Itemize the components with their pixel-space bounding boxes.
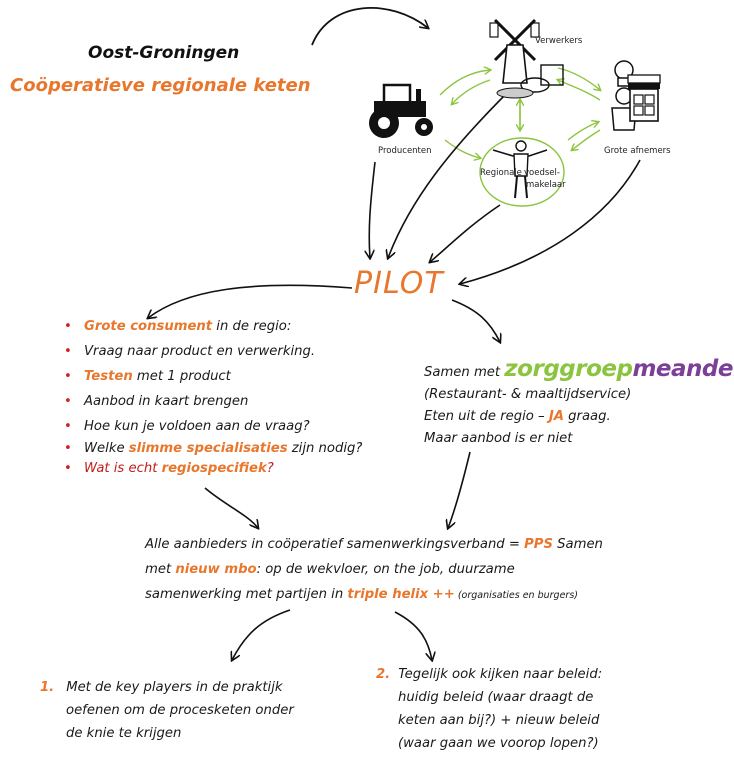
label-makelaar: makelaar	[526, 180, 566, 190]
left-item-6-text: zijn nodig?	[287, 441, 363, 456]
pilot-title: PILOT	[354, 266, 444, 301]
right-line-3-post: graag.	[563, 409, 611, 424]
right-block: Samen met zorggroepmeander (Restaurant- …	[424, 358, 734, 450]
left-list-item: Welke slimme specialisaties zijn nodig?	[60, 439, 362, 459]
middle-l1-highlight: PPS	[524, 537, 553, 552]
left-item-7-text: ?	[266, 461, 274, 476]
middle-l2-highlight: nieuw mbo	[175, 562, 257, 577]
bottom-left-line-2: oefenen om de procesketen onder	[66, 703, 294, 718]
windmill-icon	[489, 18, 564, 99]
arrow-title-to-network	[311, 7, 428, 46]
tractor-icon	[369, 83, 433, 138]
green-arrow-afn-verw	[558, 80, 601, 101]
traffic-person-icon	[492, 140, 548, 199]
left-list-item: Aanbod in kaart brengen	[60, 389, 362, 414]
green-arrow-afn-mak	[572, 129, 601, 150]
left-item-7-pre: Wat is echt	[84, 461, 162, 476]
right-line-3-pre: Eten uit de regio –	[424, 409, 549, 424]
zorggroep-meander-logo: zorggroepmeander	[504, 356, 734, 382]
left-list-item: Wat is echt regiospecifiek?	[60, 459, 362, 479]
bottom-left-line-1: Met de key players in de praktijk	[66, 680, 283, 695]
bottom-right-line-1: Tegelijk ook kijken naar beleid:	[398, 667, 603, 682]
arrow-afn-pilot	[460, 159, 641, 284]
shop-icon	[627, 74, 661, 122]
left-list-item: Vraag naar product en verwerking.	[60, 339, 362, 364]
left-item-7-highlight: regiospecifiek	[161, 461, 267, 476]
bottom-right-line-3: keten aan bij?) + nieuw beleid	[398, 713, 600, 728]
right-line-3-highlight: JA	[548, 409, 564, 424]
green-arrow-prod-mak	[444, 139, 480, 158]
left-item-3-highlight: Testen	[84, 369, 133, 384]
left-item-1-highlight: Grote consument	[84, 319, 213, 334]
left-item-6-highlight: slimme specialisaties	[128, 441, 288, 456]
right-line-2: (Restaurant- & maaltijdservice)	[424, 387, 632, 402]
makelaar-circle	[479, 137, 565, 207]
left-item-6-pre: Welke	[84, 441, 129, 456]
middle-l3-highlight: triple helix ++	[347, 587, 455, 602]
green-arrow-verw-prod	[452, 79, 491, 104]
right-line-4: Maar aanbod is er niet	[424, 431, 573, 446]
bottom-right-block: 2. Tegelijk ook kijken naar beleid: huidi…	[376, 663, 602, 755]
middle-l2-post: : op de wekvloer, on the job, duurzame	[256, 562, 515, 577]
left-item-3-text: met 1 product	[132, 369, 231, 384]
middle-l3-small: (organisaties en burgers)	[454, 590, 578, 601]
label-grote-afnemers: Grote afnemers	[604, 146, 671, 156]
arrow-left-to-middle	[204, 487, 258, 528]
left-list-item: Grote consument in de regio:	[60, 314, 362, 339]
left-list-item: Hoe kun je voldoen aan de vraag?	[60, 414, 362, 439]
arrow-middle-to-1	[232, 609, 291, 660]
bottom-left-block: 1. Met de key players in de praktijk oefe…	[40, 676, 294, 745]
middle-l1-pre: Alle aanbieders in coöperatief samenwerk…	[145, 537, 525, 552]
arrow-mak-pilot	[430, 204, 501, 262]
middle-block: Alle aanbieders in coöperatief samenwerk…	[145, 532, 603, 608]
left-item-4-text: Aanbod in kaart brengen	[84, 394, 249, 409]
middle-l3-pre: samenwerking met partijen in	[145, 587, 348, 602]
label-regionale: Regionale	[480, 168, 522, 178]
title-line-2: Coöperatieve regionale keten	[10, 75, 311, 96]
left-list-item: Testen met 1 product	[60, 364, 362, 389]
bottom-right-number: 2.	[376, 667, 391, 682]
green-arrow-prod-verw	[439, 70, 490, 96]
label-verwerkers: Verwerkers	[535, 36, 583, 46]
middle-l2-pre: met	[145, 562, 176, 577]
arrow-right-to-middle	[448, 451, 471, 528]
label-producenten: Producenten	[378, 146, 432, 156]
left-item-5-text: Hoe kun je voldoen aan de vraag?	[84, 419, 310, 434]
left-item-2-text: Vraag naar product en verwerking.	[84, 344, 316, 359]
label-voedsel: voedsel-	[524, 168, 560, 178]
left-item-1-text: in de regio:	[212, 319, 292, 334]
green-arrow-mak-afn	[567, 122, 598, 141]
bottom-right-line-4: (waar gaan we voorop lopen?)	[398, 736, 599, 751]
arrow-pilot-right	[451, 299, 500, 342]
bottom-right-line-2: huidig beleid (waar draagt de	[398, 690, 594, 705]
bottom-left-line-3: de knie te krijgen	[66, 726, 182, 741]
arrow-verw-pilot	[388, 91, 509, 258]
green-arrow-verw-afn	[557, 67, 600, 90]
arrow-middle-to-2	[394, 611, 432, 660]
left-list: Grote consument in de regio: Vraag naar …	[60, 314, 362, 479]
bottom-left-number: 1.	[40, 680, 55, 695]
arrow-pilot-left	[148, 284, 353, 318]
arrow-prod-pilot	[369, 161, 376, 258]
title-line-1: Oost-Groningen	[88, 43, 240, 63]
samen-met-text: Samen met	[424, 365, 501, 380]
middle-l1-post: Samen	[552, 537, 603, 552]
